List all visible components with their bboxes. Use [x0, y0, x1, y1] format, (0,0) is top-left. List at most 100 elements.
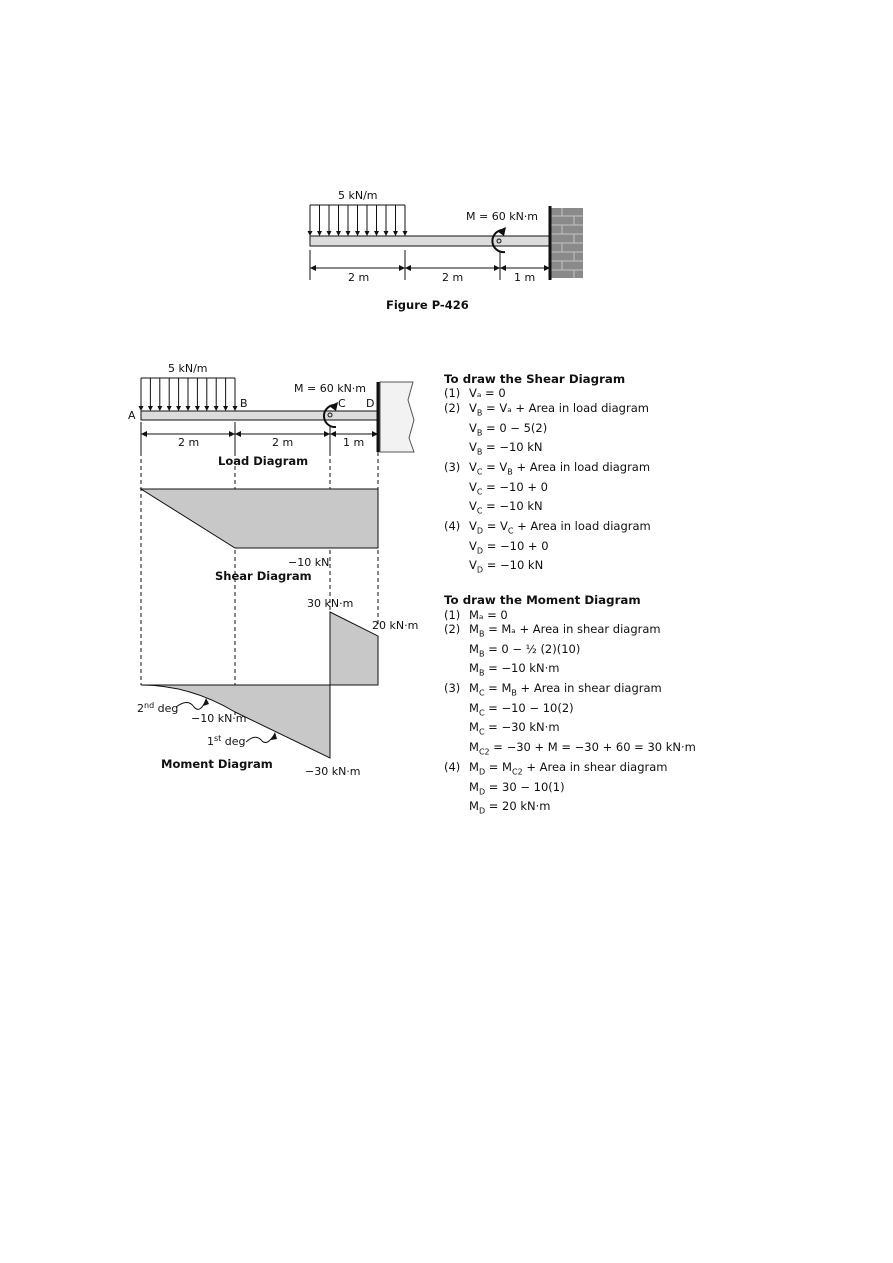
load-arrow-head — [383, 231, 389, 236]
shear-step-line: VD = −10 + 0 — [444, 539, 744, 559]
dim2-3: 1 m — [343, 436, 364, 449]
moment-step-number: (1) — [444, 607, 461, 622]
load-arrow-head — [138, 406, 144, 411]
load-arrow-head — [336, 231, 341, 236]
load-label-2: 5 kN/m — [168, 362, 208, 375]
moment-step-line: MD = 30 − 10(1) — [444, 780, 744, 800]
shear-step-line: VC = −10 kN — [444, 499, 744, 519]
figure-p426: 5 kN/m M = 60 kN·m 2 m 2 — [307, 189, 583, 312]
load-arrow-head — [374, 231, 379, 236]
moment-step-text: MC2 = −30 + M = −30 + 60 = 30 kN·m — [469, 740, 696, 757]
moment-step-line: MC = −10 − 10(2) — [444, 701, 744, 721]
deg1-label: 1st deg — [207, 734, 246, 748]
load-arrow-head — [232, 406, 238, 411]
load-arrow-head — [147, 406, 153, 411]
moment-step-line: (4) MD = MC2 + Area in shear diagram — [444, 760, 744, 780]
moment-step-text: MB = 0 − ½ (2)(10) — [469, 641, 581, 658]
dim2-2: 2 m — [272, 436, 293, 449]
shear-step-text: VD = −10 + 0 — [469, 538, 549, 556]
load-arrow-head — [166, 406, 172, 411]
shear-step-line: (2) VB = Vₐ + Area in load diagram — [444, 401, 744, 421]
shear-step-number: (3) — [444, 459, 461, 474]
moment-step-line: MD = 20 kN·m — [444, 799, 744, 819]
deg1-pointer — [245, 734, 275, 743]
moment-step-line: MB = −10 kN·m — [444, 661, 744, 681]
shear-step-number: (2) — [444, 400, 461, 415]
dim-3: 1 m — [514, 271, 535, 284]
moment-label: M = 60 kN·m — [466, 210, 538, 223]
moment-section-title: To draw the Moment Diagram — [444, 593, 641, 608]
load-arrow-head — [317, 231, 322, 236]
shear-step-line: (3) VC = VB + Area in load diagram — [444, 460, 744, 480]
shear-diagram — [139, 488, 379, 549]
load-arrow-head — [307, 231, 313, 236]
load-arrow-head — [402, 231, 408, 236]
deg2-pointer — [175, 699, 207, 710]
shear-section: To draw the Shear Diagram (1) Vₐ = 0 (2) VB… — [444, 372, 744, 578]
load-arrow-head — [204, 406, 210, 411]
dim2-1: 2 m — [178, 436, 199, 449]
brick-wall — [548, 206, 583, 280]
shear-step-line: VB = 0 − 5(2) — [444, 421, 744, 441]
shear-step-text: VB = Vₐ + Area in load diagram — [469, 400, 649, 418]
load-arrow-head — [326, 231, 332, 236]
load-arrow-head — [393, 231, 398, 236]
point-d: D — [366, 397, 374, 410]
load-arrow-head — [364, 231, 370, 236]
moment-step-line: (3)MC = MB + Area in shear diagram — [444, 681, 744, 701]
figure-caption: Figure P-426 — [386, 298, 469, 312]
shear-step-number: (1) — [444, 386, 461, 401]
shear-step-text: VC = −10 + 0 — [469, 479, 548, 496]
moment-step-line: (1) Mₐ = 0 — [444, 608, 744, 622]
moment-step-text: Mₐ = 0 — [469, 607, 508, 622]
shear-step-line: VB = −10 kN — [444, 440, 744, 460]
shear-step-text: VB = 0 − 5(2) — [469, 420, 548, 437]
shear-section-title: To draw the Shear Diagram — [444, 372, 626, 386]
dim-2: 2 m — [442, 271, 463, 284]
moment-section: To draw the Moment Diagram (1) Mₐ = 0 (2) M… — [444, 593, 744, 819]
moment-step-line: MC2 = −30 + M = −30 + 60 = 30 kN·m — [444, 740, 744, 760]
moment-icon — [491, 227, 506, 254]
beam-2 — [140, 410, 379, 421]
shear-step-text: VC = VB + Area in load diagram — [469, 459, 651, 477]
shear-step-line: VC = −10 + 0 — [444, 480, 744, 500]
distributed-load — [307, 204, 408, 236]
shear-step-line: VD = −10 kN — [444, 558, 744, 578]
moment-diagram — [140, 611, 379, 759]
moment-step-line: MB = 0 − ½ (2)(10) — [444, 642, 744, 662]
load-arrow-head — [194, 406, 200, 411]
shear-step-text: VD = −10 kN — [469, 558, 544, 575]
point-b: B — [240, 397, 248, 410]
moment-step-text: MD = 30 − 10(1) — [469, 779, 565, 796]
moment-step-line: (2) MB = Mₐ + Area in shear diagram — [444, 622, 744, 642]
shear-step-line: (1) Vₐ = 0 — [444, 386, 744, 400]
wall-2 — [376, 381, 415, 453]
deg2-label: 2nd deg — [137, 701, 178, 715]
moment-label-2: M = 60 kN·m — [294, 382, 366, 395]
moment-step-text: MD = 20 kN·m — [469, 799, 551, 816]
shear-value-label: −10 kN — [288, 556, 329, 569]
moment-step-number: (2) — [444, 621, 461, 636]
moment-step-text: MB = −10 kN·m — [469, 661, 560, 678]
load-label: 5 kN/m — [338, 189, 378, 202]
moment-step-text: MB = Mₐ + Area in shear diagram — [469, 621, 661, 639]
solution-steps: To draw the Shear Diagram (1) Vₐ = 0 (2) VB… — [444, 372, 744, 819]
load-arrow-head — [355, 231, 360, 236]
load-diagram-caption: Load Diagram — [218, 454, 308, 468]
moment-neg-label: −30 kN·m — [305, 765, 361, 778]
moment-step-text: MD = MC2 + Area in shear diagram — [469, 759, 668, 777]
shear-step-text: VC = −10 kN — [469, 499, 543, 516]
point-c: C — [338, 397, 346, 410]
moment-step-number: (4) — [444, 759, 461, 774]
moment-pos-label: 30 kN·m — [307, 597, 353, 610]
dim-1: 2 m — [348, 271, 369, 284]
moment-b-label: −10 kN·m — [191, 712, 247, 725]
beam-diagrams: 5 kN/m A B C D M = 60 kN·m 2 m 2 m 1 m L… — [128, 362, 418, 778]
load-arrow-head — [185, 406, 191, 411]
load-arrow-head — [223, 406, 229, 411]
load-arrow-head — [345, 231, 351, 236]
shear-step-number: (4) — [444, 519, 461, 534]
shear-step-text: VD = VC + Area in load diagram — [469, 519, 651, 536]
shear-step-text: Vₐ = 0 — [469, 386, 506, 401]
moment-diagram-caption: Moment Diagram — [161, 757, 273, 771]
